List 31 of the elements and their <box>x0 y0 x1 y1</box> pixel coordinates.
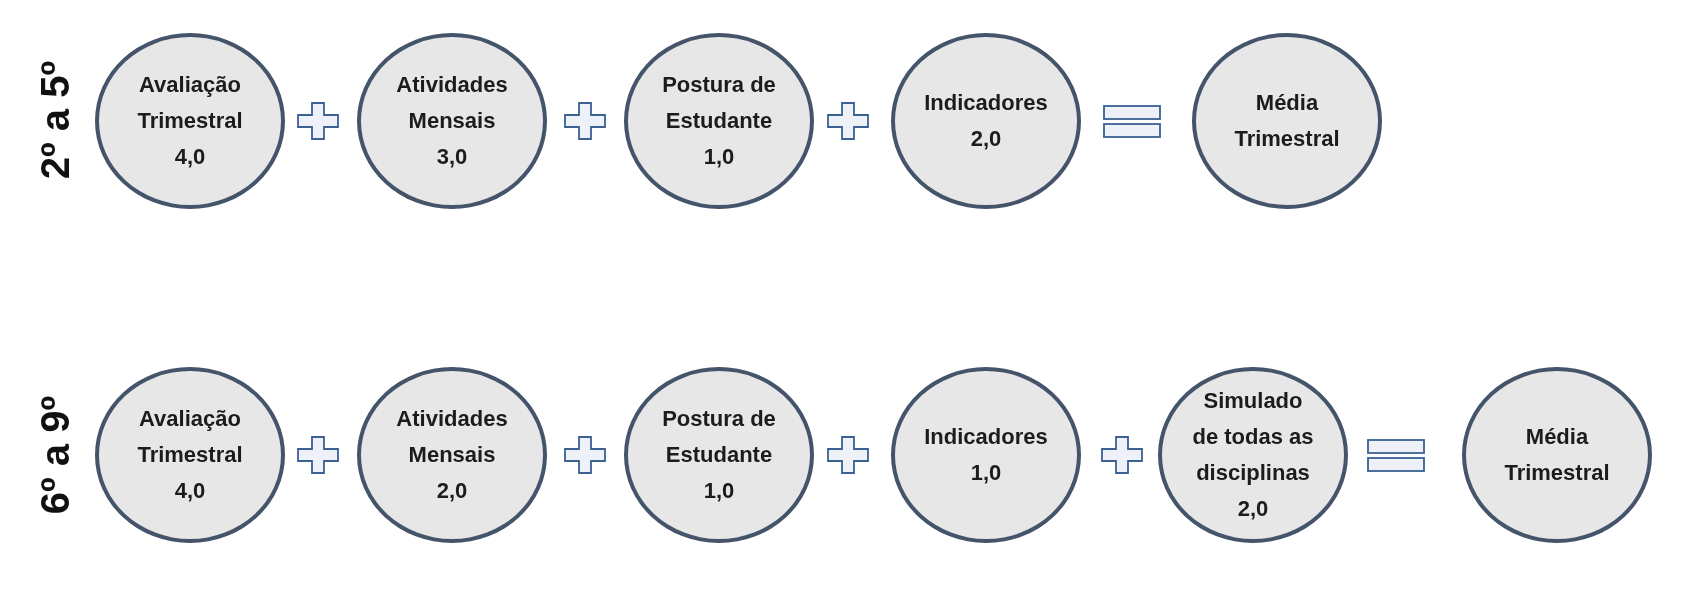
node-label: Atividades Mensais <box>395 71 509 135</box>
node-label: Indicadores <box>924 423 1048 451</box>
node-label: Avaliação Trimestral <box>136 71 244 135</box>
weight-value: 4,0 <box>174 477 206 505</box>
node-label: Média Trimestral <box>1233 89 1341 153</box>
weight-value: 3,0 <box>436 143 468 171</box>
plus-icon <box>827 436 869 474</box>
plus-icon <box>297 102 339 140</box>
node-label: Indicadores <box>924 89 1048 117</box>
plus-icon <box>564 102 606 140</box>
row-label: 2º a 5º <box>33 61 77 180</box>
weight-value: 2,0 <box>436 477 468 505</box>
equals-icon <box>1367 438 1425 472</box>
plus-icon <box>297 436 339 474</box>
plus-icon <box>564 436 606 474</box>
plus-icon <box>1101 436 1143 474</box>
node-label: Postura de Estudante <box>661 405 777 469</box>
weight-value: 1,0 <box>970 459 1002 487</box>
node-label: Atividades Mensais <box>395 405 509 469</box>
weight-value: 1,0 <box>703 477 735 505</box>
node-label: Avaliação Trimestral <box>136 405 244 469</box>
node-label: Média Trimestral <box>1503 423 1611 487</box>
node-label: Simulado de todas as disciplinas <box>1191 387 1315 487</box>
weight-value: 2,0 <box>970 125 1002 153</box>
equals-icon <box>1103 104 1161 138</box>
weight-value: 2,0 <box>1237 495 1269 523</box>
weight-value: 4,0 <box>174 143 206 171</box>
node-label: Postura de Estudante <box>661 71 777 135</box>
weight-value: 1,0 <box>703 143 735 171</box>
plus-icon <box>827 102 869 140</box>
row-label: 6º a 9º <box>33 396 77 515</box>
